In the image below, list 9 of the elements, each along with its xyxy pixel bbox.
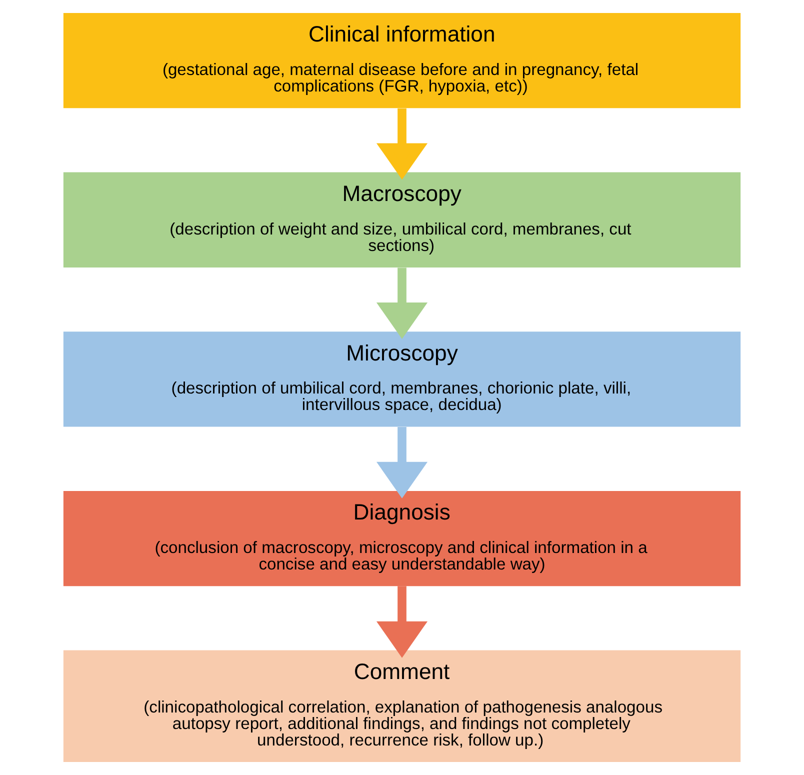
node-box: Macroscopy (description of weight and size, umbilical cord, membranes, cut sections) [63, 172, 741, 268]
node-box: Diagnosis (conclusion of macroscopy, microscopy and clinical information in a concise and easy understandable way) [63, 490, 741, 586]
arrow [376, 108, 428, 180]
arrow [376, 268, 428, 339]
arrow [376, 586, 428, 658]
node-box: Comment (clinicopathological correlation, explanation of pathogenesis analogous autopsy report, additional findings, and findings not completely understood, recurrence risk, follow up.) [63, 650, 741, 762]
node-box: Microscopy (description of umbilical cord, membranes, chorionic plate, villi, intervillous space, decidua) [63, 332, 741, 427]
arrow [376, 427, 428, 498]
node-box: Clinical information (gestational age, maternal disease before and in pregnancy, fetal complications (FGR, hypoxia, etc)) [63, 12, 741, 108]
